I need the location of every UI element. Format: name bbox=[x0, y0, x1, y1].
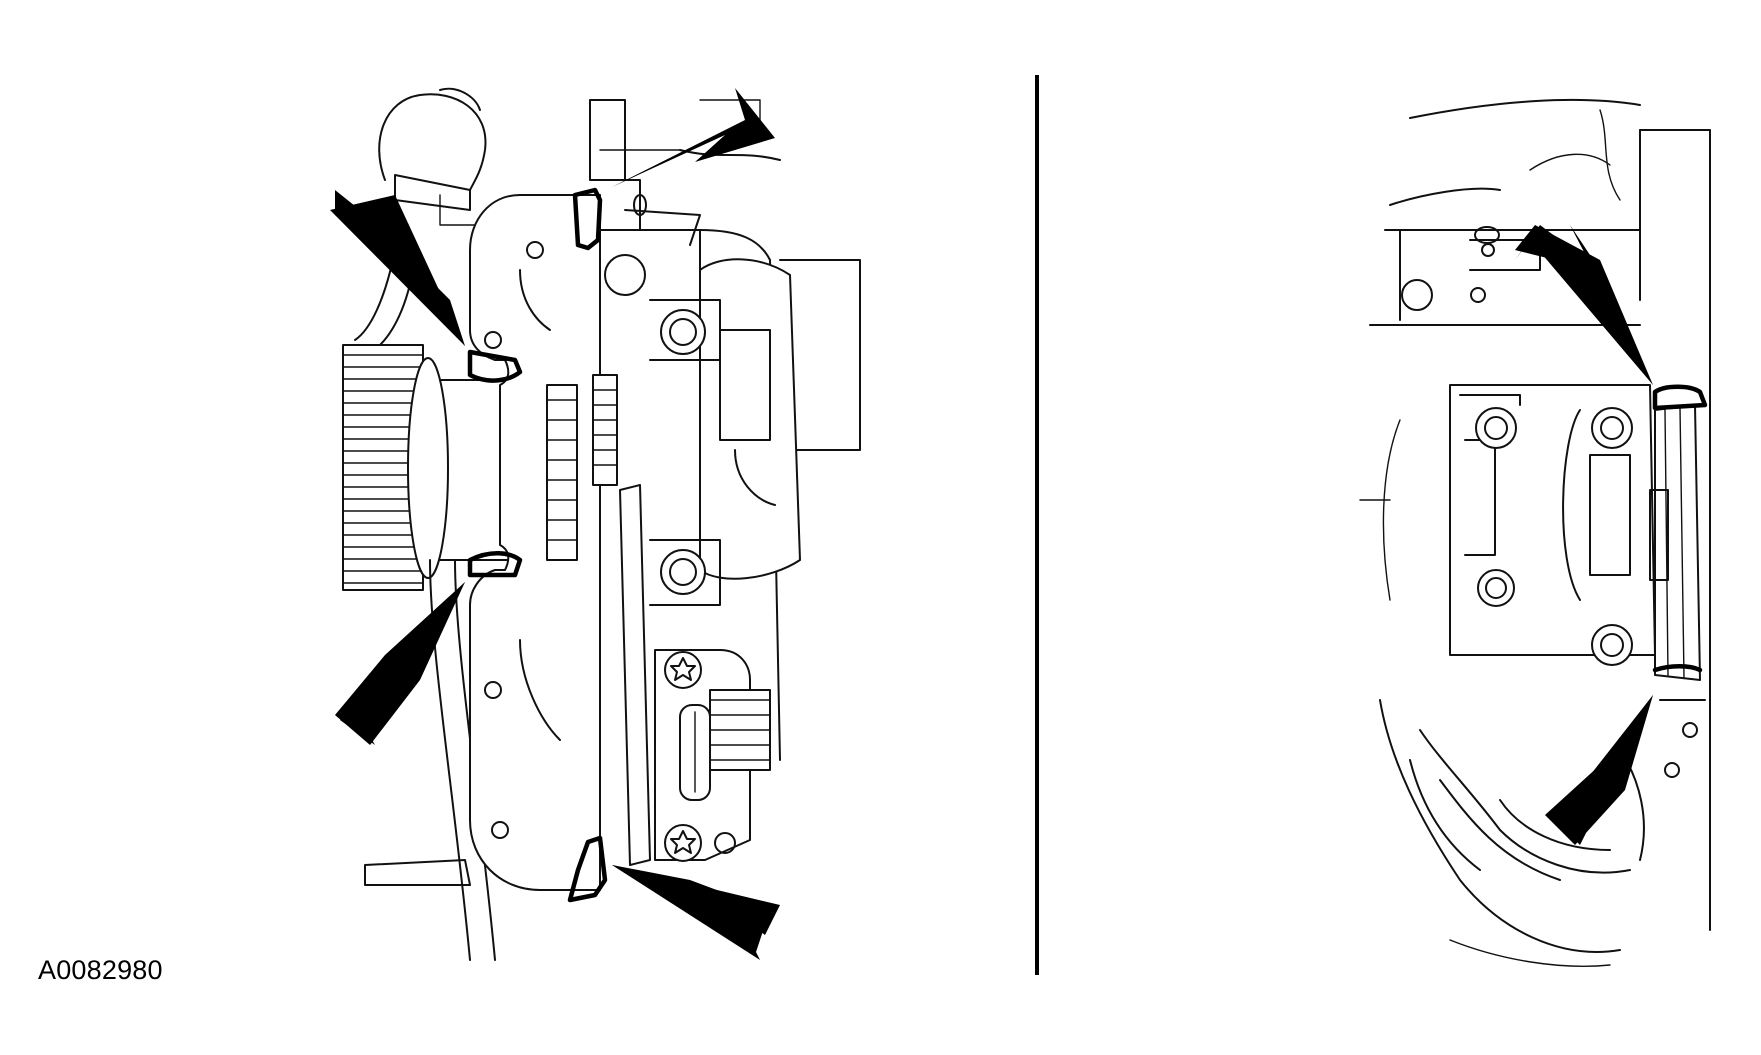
rod-bolts bbox=[649, 299, 721, 606]
crank-journal bbox=[1649, 404, 1701, 681]
oil-pump bbox=[619, 484, 771, 866]
pump-gear-ridges bbox=[709, 699, 771, 761]
arrows-right[interactable] bbox=[1515, 225, 1653, 845]
pulley-teeth bbox=[342, 354, 424, 584]
upper-block bbox=[1369, 98, 1711, 931]
arrows-left[interactable] bbox=[330, 88, 780, 960]
bearing-cap bbox=[469, 194, 601, 891]
left-panel bbox=[330, 87, 861, 961]
thrust-washer-markers-left bbox=[467, 187, 608, 903]
right-panel bbox=[1359, 98, 1711, 967]
thrust-washer-markers-right bbox=[1652, 384, 1708, 673]
arrow-lower-left-head bbox=[335, 582, 465, 745]
arrow-lower-right-panel-head bbox=[1545, 695, 1653, 845]
arrow-bottom-right-head bbox=[612, 865, 770, 955]
crank-counterweight bbox=[699, 258, 801, 580]
figure-reference-code: A0082980 bbox=[38, 955, 163, 985]
gear-ridges bbox=[546, 389, 618, 541]
rod-cap bbox=[1449, 384, 1656, 666]
timing-pulley bbox=[342, 344, 533, 591]
crank-gears bbox=[546, 374, 618, 561]
arrow-upper-right-panel-head bbox=[1515, 225, 1653, 385]
arrow-upper-left-head bbox=[330, 195, 465, 346]
arrow-top-right bbox=[612, 88, 775, 187]
